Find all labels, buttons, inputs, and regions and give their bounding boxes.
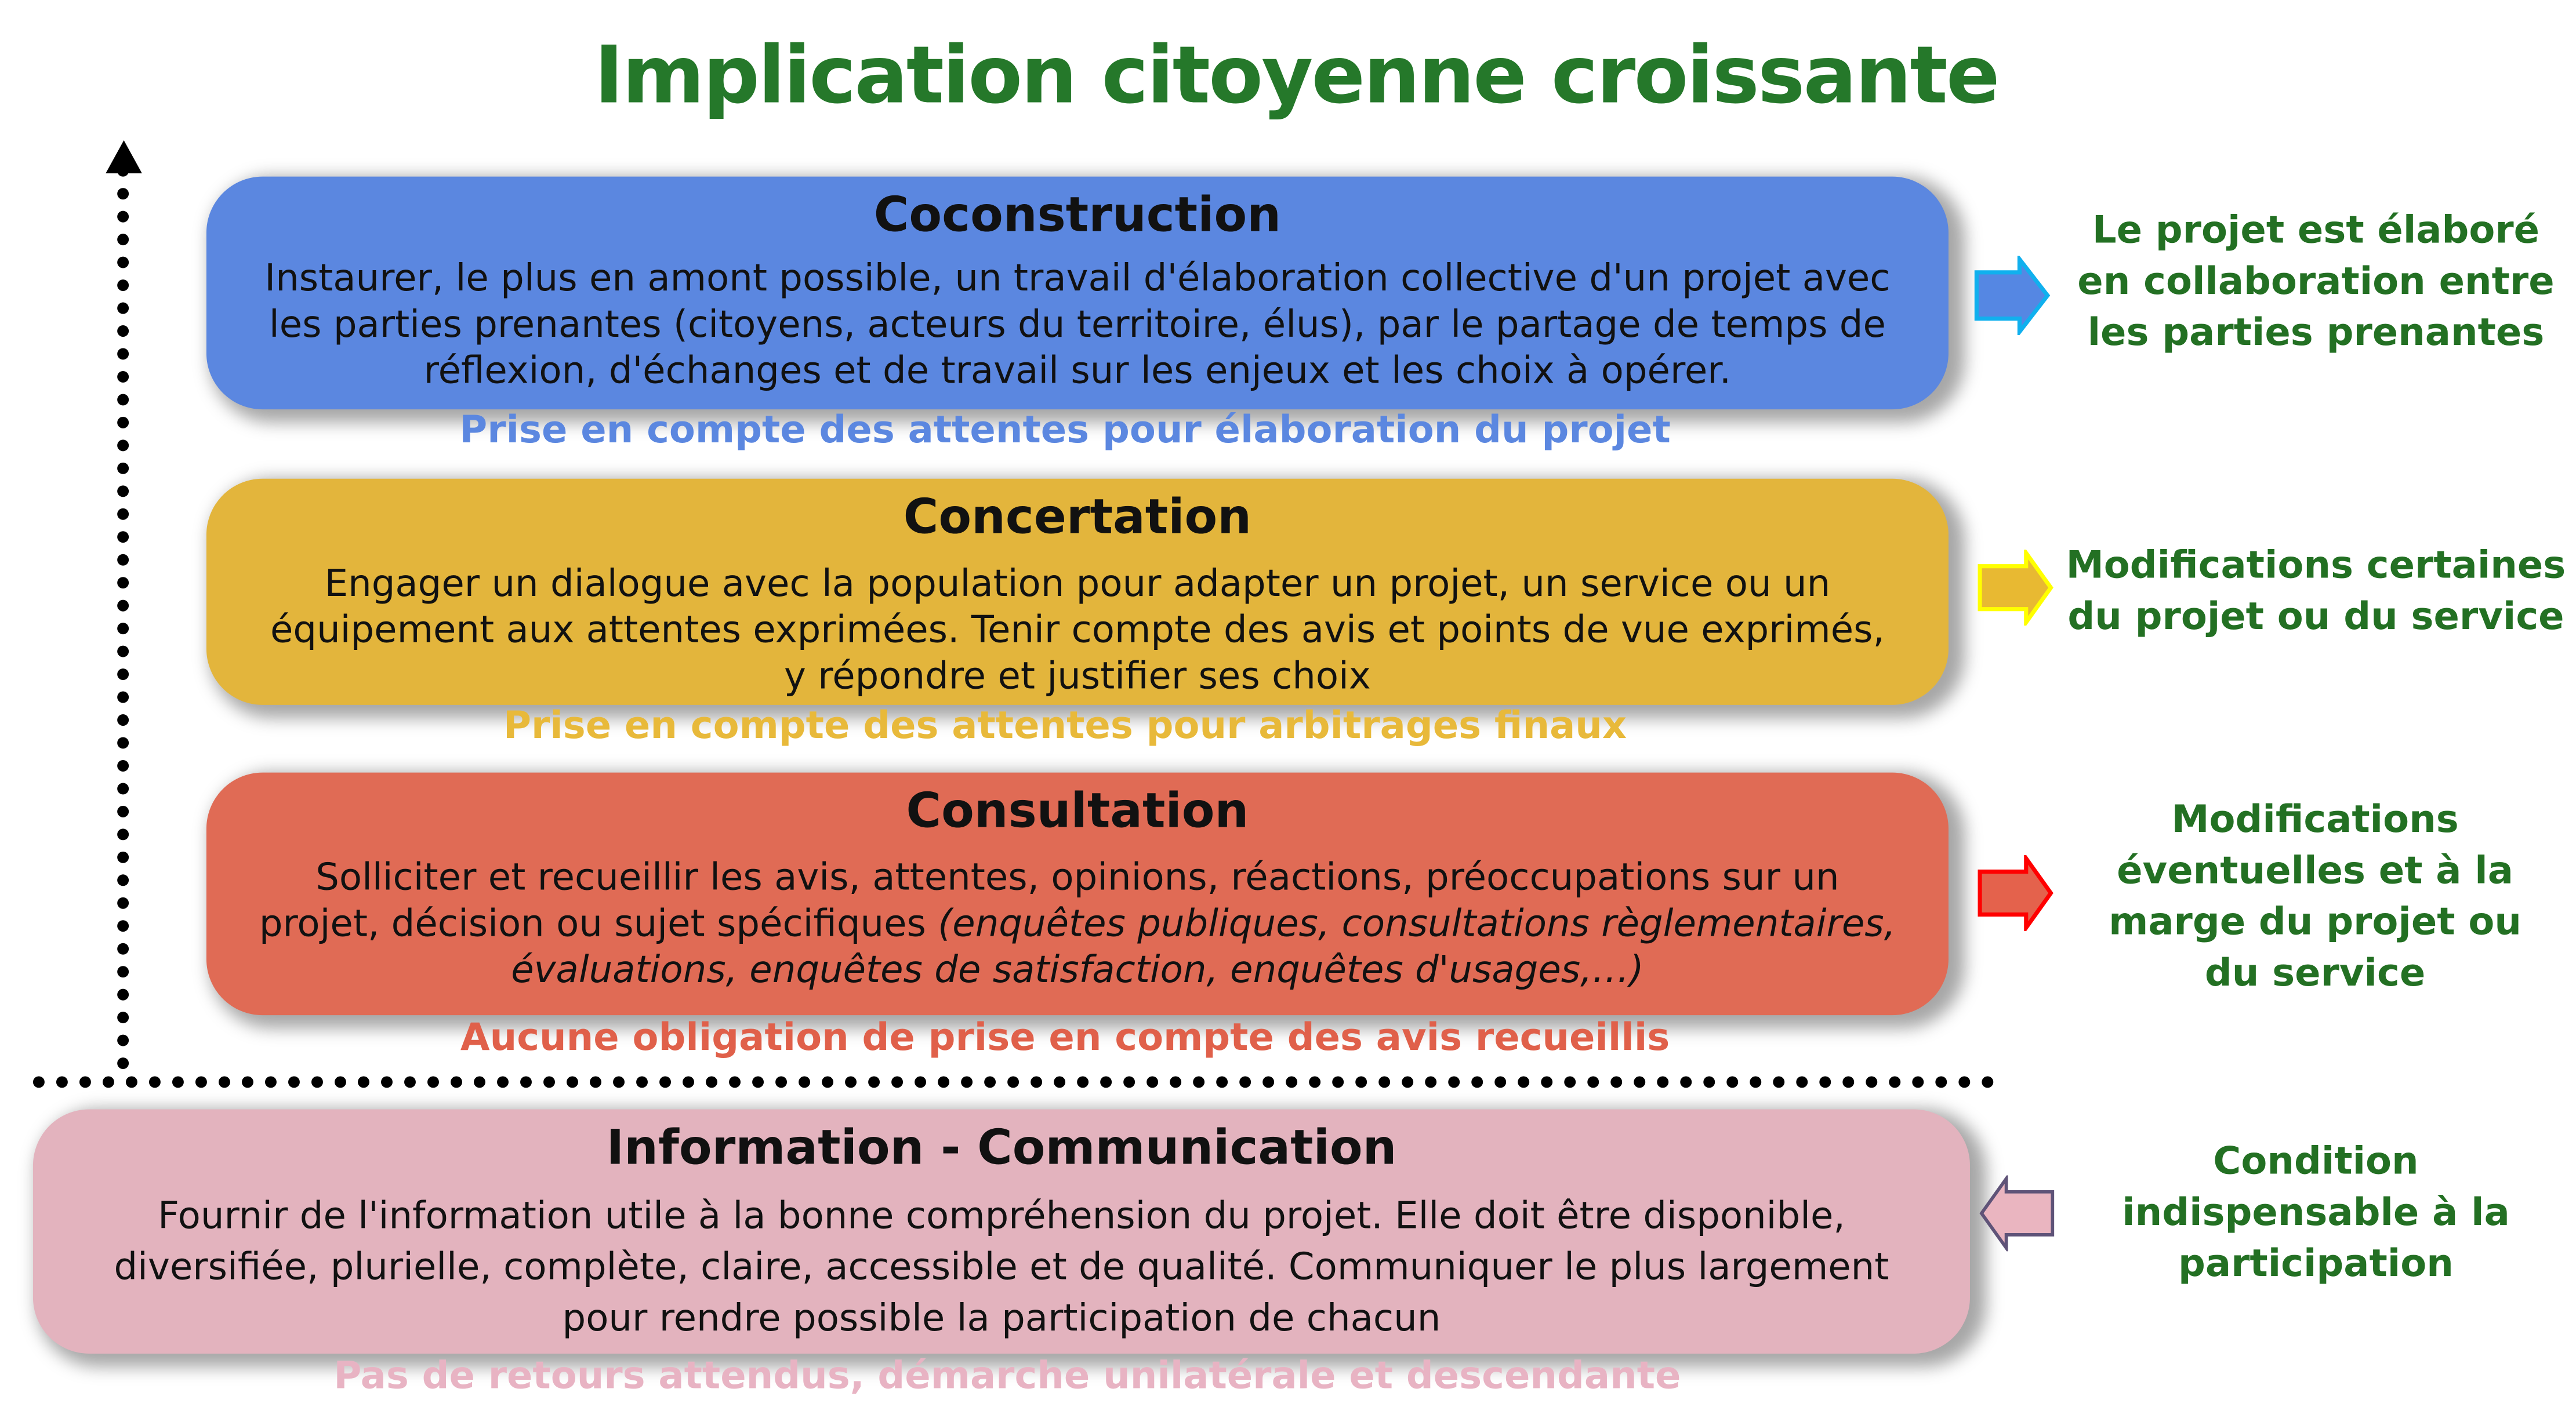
level-caption: Pas de retours attendus, démarche unilat…	[333, 1355, 1681, 1398]
level-consultation: Consultation Solliciter et recueillir le…	[206, 772, 1949, 1016]
diagram-title: Implication citoyenne croissante	[594, 30, 2000, 122]
level-description-main: Solliciter et recueillir les avis, atten…	[259, 856, 1840, 946]
level-caption: Aucune obligation de prise en compte des…	[460, 1016, 1670, 1060]
level-title: Concertation	[903, 488, 1252, 545]
level-title: Consultation	[906, 782, 1249, 839]
arrow-right-icon	[1978, 855, 2053, 931]
level-description: Fournir de l'information utile à la bonn…	[114, 1195, 1889, 1341]
level-concertation: Concertation Engager un dialogue avec la…	[206, 478, 1949, 705]
level-coconstruction: Coconstruction Instaurer, le plus en amo…	[206, 176, 1949, 410]
level-title: Coconstruction	[873, 186, 1282, 243]
level-description: Instaurer, le plus en amont possible, un…	[264, 257, 1891, 393]
outcome-information: Condition indispensable à la participati…	[2122, 1140, 2510, 1286]
outcome-consultation: Modifications éventuelles et à la marge …	[2109, 799, 2521, 995]
outcome-coconstruction: Le projet est élaboré en collaboration e…	[2077, 209, 2555, 355]
participation-threshold-divider	[32, 1076, 1995, 1088]
level-title: Information - Communication	[606, 1119, 1397, 1176]
arrowhead-up-icon	[106, 140, 142, 173]
arrow-left-icon	[1979, 1175, 2055, 1252]
level-caption: Prise en compte des attentes pour élabor…	[459, 409, 1671, 453]
arrow-right-icon	[1974, 256, 2051, 336]
outcome-concertation: Modifications certaines du projet ou du …	[2066, 544, 2566, 639]
level-description-examples: (enquêtes publiques, consultations règle…	[511, 903, 1896, 993]
level-description: Engager un dialogue avec la population p…	[270, 562, 1885, 699]
level-description: Solliciter et recueillir les avis, atten…	[256, 855, 1899, 994]
level-information: Information - Communication Fournir de l…	[32, 1109, 1970, 1354]
level-caption: Prise en compte des attentes pour arbitr…	[503, 704, 1627, 748]
increase-arrow-icon	[117, 165, 129, 1070]
arrow-right-icon	[1978, 550, 2053, 626]
